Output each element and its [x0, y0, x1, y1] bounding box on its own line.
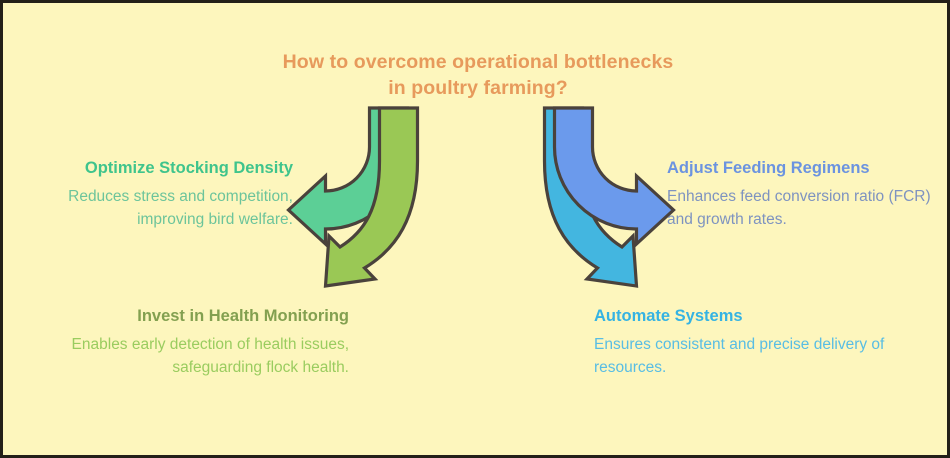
branch-heading-health-monitoring: Invest in Health Monitoring — [137, 307, 349, 325]
branch-heading-feeding-regimens: Adjust Feeding Regimens — [667, 159, 870, 177]
branch-body-automate-systems: Ensures consistent and precise delivery … — [594, 336, 885, 376]
branch-body-feeding-regimens: Enhances feed conversion ratio (FCR) and… — [667, 188, 931, 228]
arrow-right-periwinkle — [552, 106, 676, 248]
four-arrow-diagram — [286, 106, 676, 314]
branch-body-stocking-density: Reduces stress and competition, improvin… — [68, 188, 293, 228]
branch-body-health-monitoring: Enables early detection of health issues… — [71, 336, 349, 376]
arrow-down-left-green — [323, 106, 420, 288]
branch-heading-automate-systems: Automate Systems — [594, 307, 743, 325]
page-title: How to overcome operational bottlenecks … — [282, 51, 674, 99]
branch-health-monitoring: Invest in Health Monitoring Enables earl… — [69, 305, 349, 379]
branch-automate-systems: Automate Systems Ensures consistent and … — [594, 305, 894, 379]
branch-feeding-regimens: Adjust Feeding Regimens Enhances feed co… — [667, 157, 939, 231]
branch-stocking-density: Optimize Stocking Density Reduces stress… — [17, 157, 293, 231]
branch-heading-stocking-density: Optimize Stocking Density — [84, 159, 293, 177]
